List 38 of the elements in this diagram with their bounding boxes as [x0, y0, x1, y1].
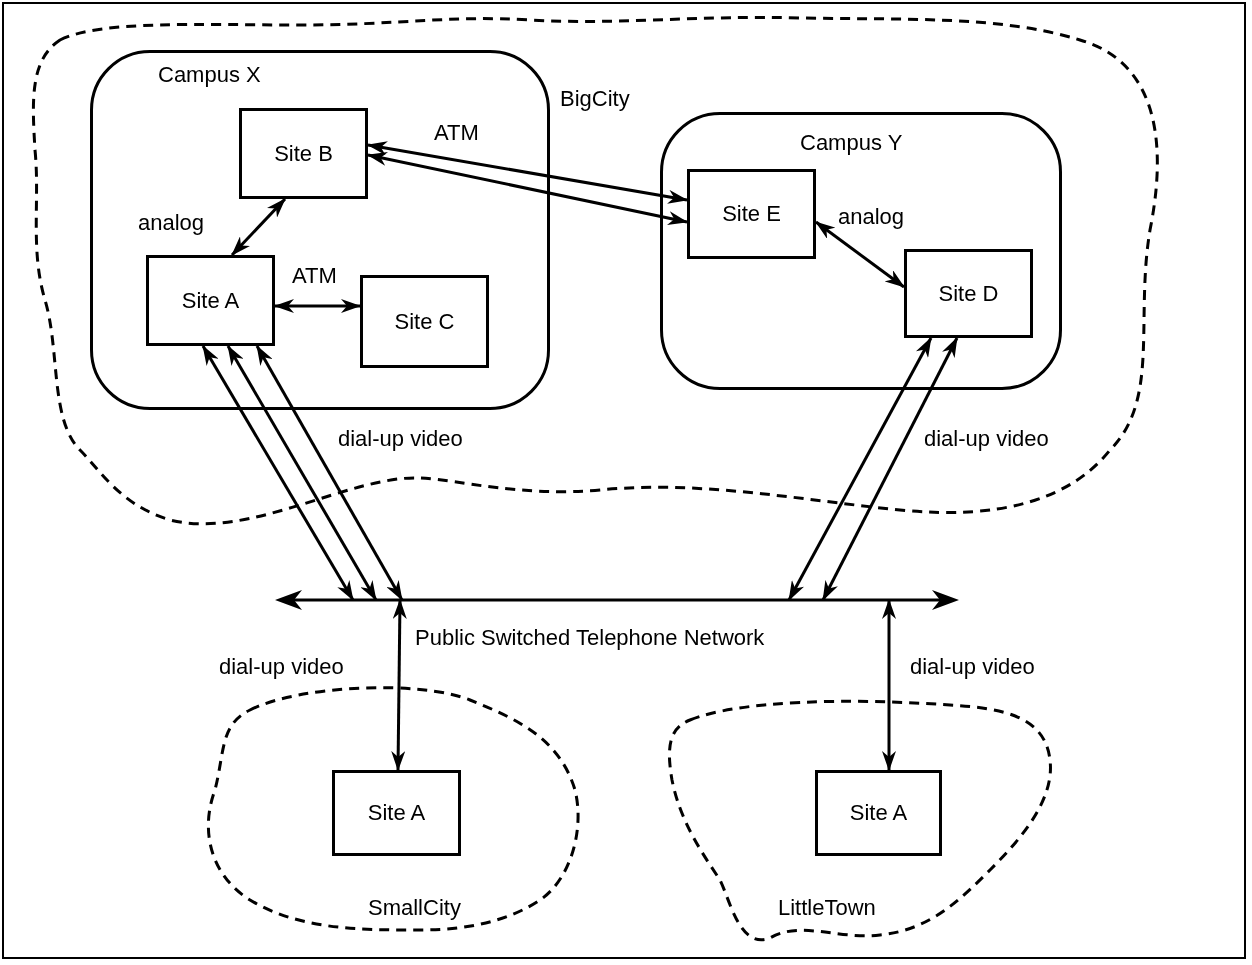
edge-label: dial-up video	[336, 428, 465, 450]
edge-label: dial-up video	[908, 656, 1037, 678]
site-box	[332, 770, 461, 856]
arrow	[367, 141, 688, 204]
campus-label: Campus Y	[800, 132, 903, 154]
campus-box	[90, 50, 550, 410]
site-box	[360, 275, 489, 368]
site-box	[239, 108, 368, 199]
site-label: Site A	[367, 802, 426, 824]
campus-box	[660, 112, 1062, 390]
arrow	[201, 345, 355, 601]
arrow	[367, 152, 688, 225]
arrow	[815, 220, 905, 289]
arrow	[821, 337, 959, 601]
site-box	[904, 249, 1033, 338]
region-label: SmallCity	[368, 897, 461, 919]
arrow	[230, 197, 287, 257]
site-box	[146, 255, 275, 346]
arrow	[882, 599, 896, 771]
site-label: Site A	[849, 802, 908, 824]
arrow	[255, 345, 404, 601]
arrow	[274, 299, 361, 313]
region-label: LittleTown	[778, 897, 876, 919]
site-label: Site E	[722, 203, 781, 225]
edge-label: dial-up video	[922, 428, 1051, 450]
campus-label: Campus X	[158, 64, 261, 86]
site-box	[687, 169, 816, 259]
arrow	[391, 599, 407, 771]
site-label: Site C	[394, 310, 455, 333]
region-label: BigCity	[560, 88, 630, 110]
edge-label: dial-up video	[217, 656, 346, 678]
network-label: Public Switched Telephone Network	[415, 627, 765, 649]
site-label: Site D	[938, 282, 999, 305]
site-box	[815, 770, 942, 856]
site-label: Site B	[274, 142, 333, 165]
arrow	[226, 345, 378, 601]
site-label: Site A	[181, 289, 240, 312]
arrow	[787, 337, 933, 601]
